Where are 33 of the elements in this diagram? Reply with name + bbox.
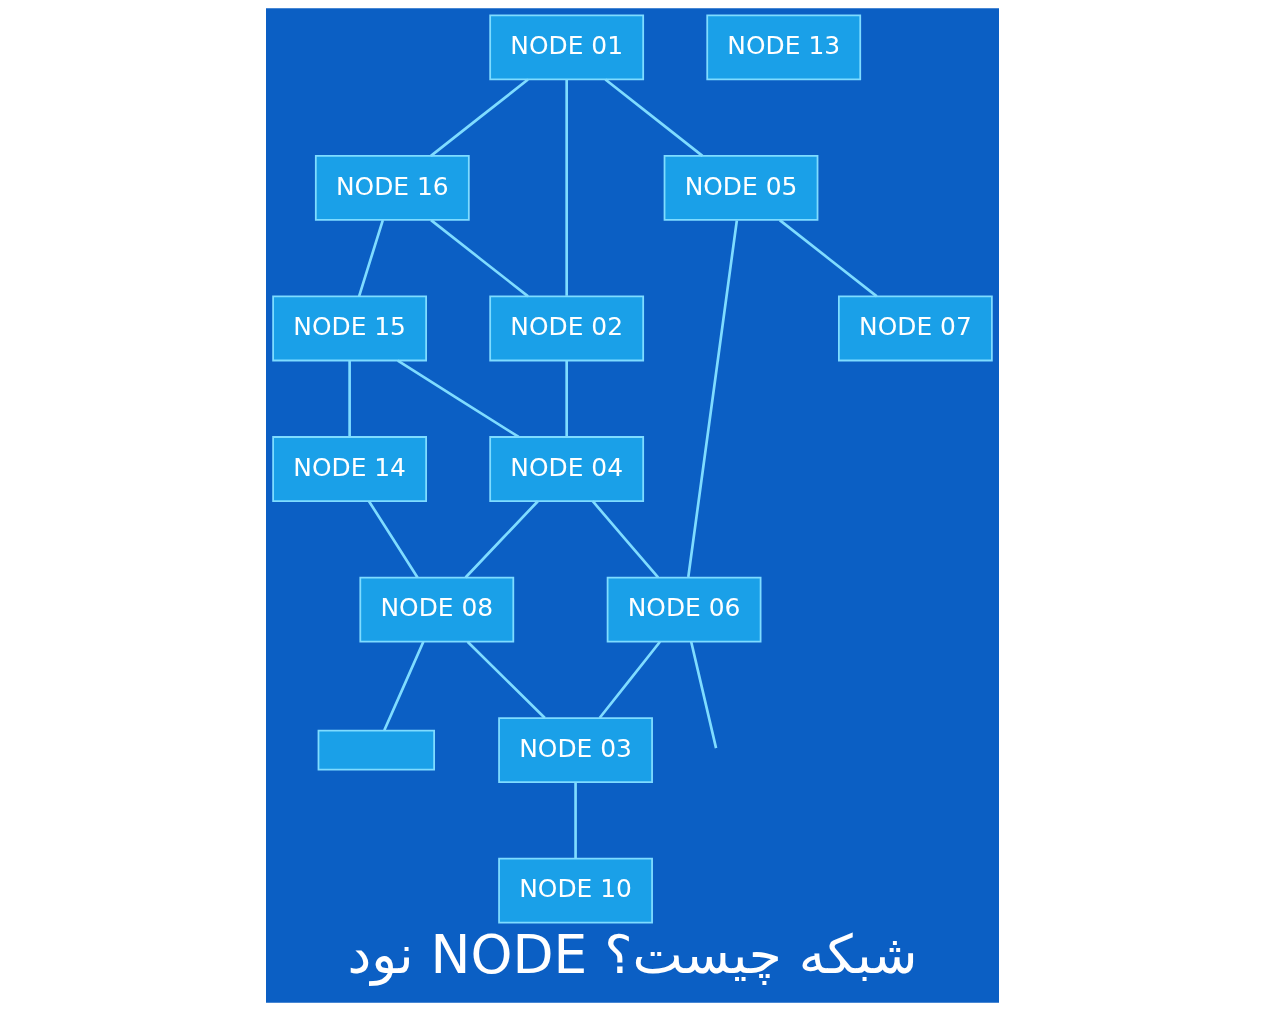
node-box: NODE 06	[606, 576, 761, 643]
node-box: NODE 13	[705, 14, 861, 81]
connector	[429, 78, 529, 157]
connector	[429, 219, 529, 298]
diagram-title: نود NODE شبکه چیست؟	[346, 922, 918, 986]
connector	[689, 641, 717, 749]
connector	[382, 641, 425, 731]
node-box: NODE 14	[271, 436, 427, 502]
node-box: NODE 02	[488, 295, 644, 362]
connector	[464, 500, 539, 579]
node-box: NODE 05	[663, 155, 818, 221]
node-box: NODE 07	[837, 295, 993, 362]
connector	[367, 500, 419, 579]
connector	[347, 360, 351, 437]
connector	[564, 79, 568, 296]
connector	[564, 360, 568, 437]
node-box: NODE 04	[488, 436, 644, 502]
connector	[604, 78, 703, 157]
node-box: NODE 03	[497, 717, 653, 784]
node-box: NODE 01	[488, 14, 644, 81]
node-box: NODE 08	[358, 576, 514, 643]
connector	[778, 219, 878, 298]
node-box: NODE 16	[314, 155, 470, 221]
connector	[396, 359, 519, 439]
node-box: NODE 15	[271, 295, 427, 362]
connector	[573, 782, 577, 859]
node-box	[317, 729, 435, 771]
connector	[466, 640, 546, 719]
connector	[357, 219, 384, 297]
node-box: NODE 10	[497, 857, 653, 924]
connector	[598, 640, 661, 719]
connector	[686, 220, 738, 578]
connector	[591, 500, 659, 579]
